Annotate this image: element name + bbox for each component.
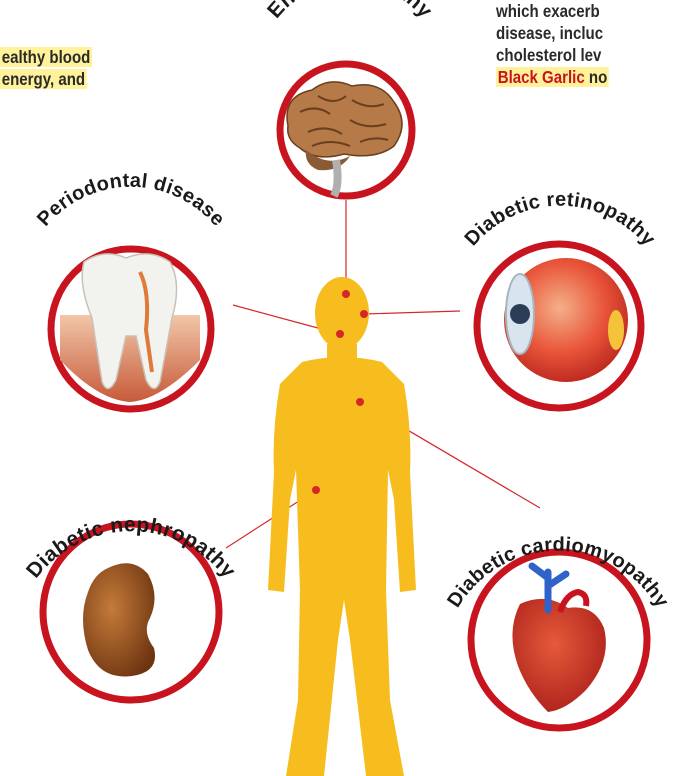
periodontal-label: Periodontal disease	[33, 170, 229, 231]
encephalopathy-callout: Encephalopathy	[263, 0, 437, 196]
cardiomyopathy-callout: Diabetic cardiomyopathy	[443, 534, 673, 728]
periodontal-callout: Periodontal disease	[33, 170, 229, 409]
svg-text:Periodontal disease: Periodontal disease	[33, 170, 229, 231]
connector-retinopathy	[364, 311, 460, 314]
encephalopathy-label: Encephalopathy	[263, 0, 437, 23]
svg-text:Encephalopathy: Encephalopathy	[263, 0, 437, 23]
eye-icon	[504, 258, 628, 382]
nephropathy-callout: Diabetic nephropathy	[22, 513, 240, 700]
human-body-silhouette	[268, 277, 416, 776]
kidney-icon	[83, 563, 155, 676]
retinopathy-callout: Diabetic retinopathy	[461, 189, 660, 408]
